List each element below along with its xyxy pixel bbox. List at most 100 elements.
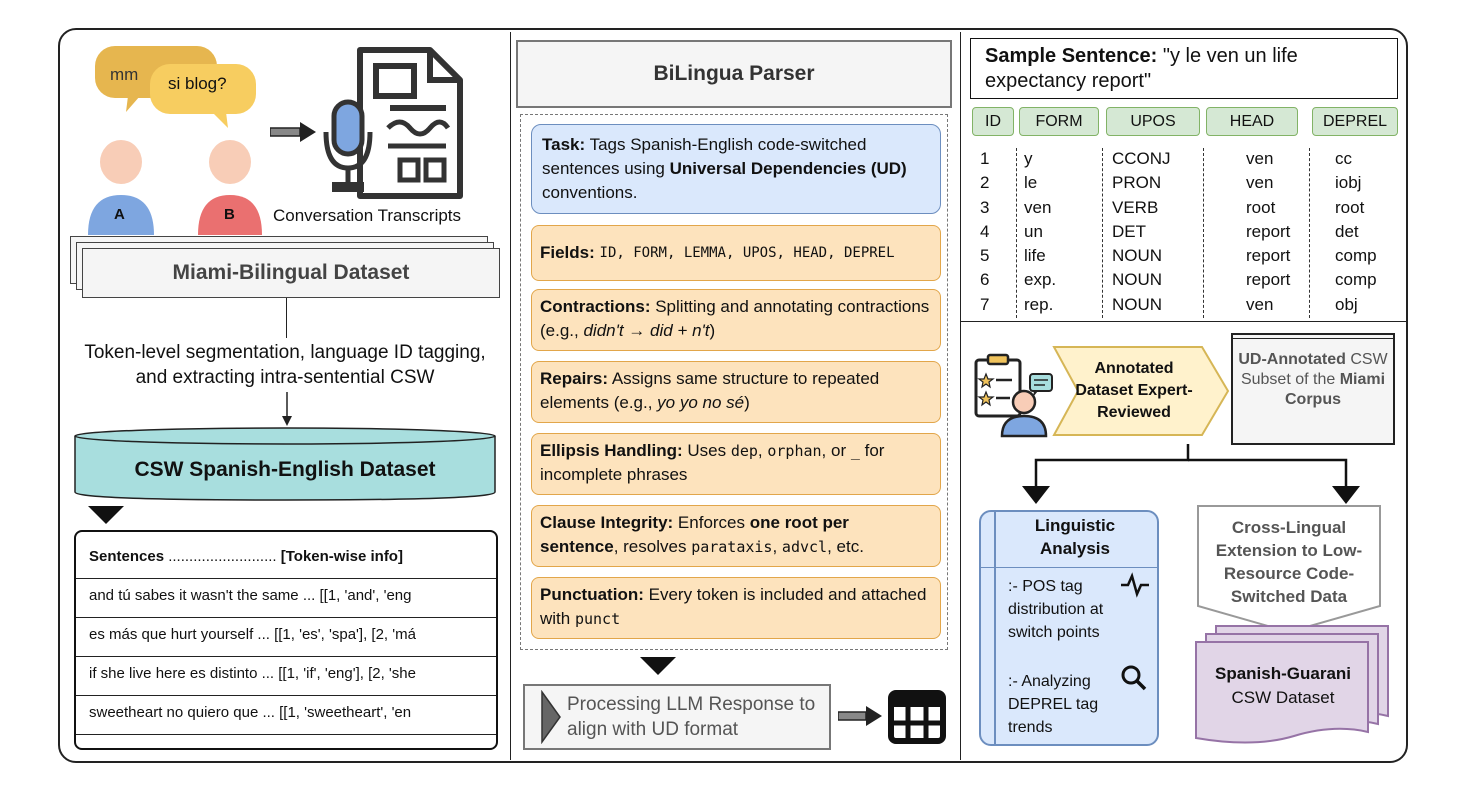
annotated-dataset-label: Annotated Dataset Expert-Reviewed — [1075, 360, 1193, 421]
divider-right-horizontal — [961, 321, 1408, 322]
table-row: sweetheart no quiero que ... [[1, 'sweet… — [76, 695, 496, 729]
repairs-close: ) — [744, 393, 750, 412]
linguistic-analysis-title: Linguistic Analysis — [1034, 516, 1116, 558]
speaker-a-label: A — [114, 206, 125, 223]
bilingua-parser-title: BiLingua Parser — [516, 40, 952, 108]
fields-label: Fields: — [540, 243, 595, 262]
cross-lingual-text: Cross-Lingual Extension to Low-Resource … — [1215, 518, 1363, 606]
linguistic-analysis-card — [979, 510, 1159, 746]
head-column: ven ven root report report report ven — [1246, 147, 1290, 317]
upos-cell: NOUN — [1112, 294, 1163, 314]
form-cell: y — [1024, 149, 1033, 168]
miami-bilingual-dataset-title: Miami-Bilingual Dataset — [82, 248, 500, 298]
sentences-table-header: Sentences .......................... [To… — [89, 548, 403, 565]
deprel-cell: obj — [1335, 294, 1358, 314]
header-form: FORM — [1019, 107, 1099, 136]
cross-lingual-shape — [1197, 505, 1381, 634]
ellipsis-text-3: , or — [821, 441, 851, 460]
head-cell: ven — [1246, 173, 1274, 193]
conversation-illustration — [88, 46, 262, 235]
fields-card: Fields: ID, FORM, LEMMA, UPOS, HEAD, DEP… — [531, 225, 941, 281]
ellipsis-code-underscore: _ — [850, 442, 860, 460]
punct-code: punct — [574, 610, 621, 628]
sentences-table — [74, 530, 498, 750]
upos-column: CCONJ PRON VERB DET NOUN NOUN NOUN — [1112, 147, 1171, 317]
speech-bubble-front — [150, 64, 256, 128]
clause-text-1: Enforces — [673, 513, 750, 532]
header-head: HEAD — [1206, 107, 1298, 136]
form-cell: ven — [1024, 197, 1052, 217]
form-column: y le ven un life exp. rep. — [1024, 147, 1056, 317]
ellipsis-code-orphan: orphan — [767, 442, 822, 460]
diagram-frame — [58, 28, 1408, 763]
linguistic-item-pos: :- POS tag distribution at switch points — [1008, 578, 1104, 641]
id-cell: 3 — [980, 197, 990, 217]
clause-text-3: , — [772, 537, 782, 556]
triangle-down-icon — [640, 657, 676, 675]
deprel-cell: root — [1335, 197, 1365, 217]
clause-code-parataxis: parataxis — [691, 538, 773, 556]
linguistic-item-deprel: :- Analyzing DEPREL tag trends — [1008, 673, 1099, 736]
arrow-down-icon — [282, 392, 292, 426]
task-card: Task: Tags Spanish-English code-switched… — [531, 124, 941, 214]
clause-integrity-card: Clause Integrity: Enforces one root per … — [531, 505, 941, 567]
id-cell: 1 — [980, 149, 990, 168]
spanish-guarani-stack — [1195, 625, 1389, 744]
deprel-cell: cc — [1335, 149, 1352, 168]
linguistic-title-divider — [981, 567, 1157, 568]
id-cell: 7 — [980, 294, 990, 314]
head-cell: report — [1246, 221, 1291, 241]
branch-arrows — [1022, 444, 1360, 504]
upos-cell: PRON — [1112, 173, 1162, 193]
form-cell: un — [1024, 221, 1043, 241]
csw-dataset-title: CSW Spanish-English Dataset — [134, 458, 436, 481]
form-cell: le — [1024, 173, 1038, 193]
ellipsis-code-dep: dep — [730, 442, 758, 460]
ellipsis-text-2: , — [757, 441, 768, 460]
head-cell: ven — [1246, 294, 1274, 314]
clause-code-advcl: advcl — [781, 538, 828, 556]
connector-line — [286, 298, 287, 338]
repairs-card: Repairs: Assigns same structure to repea… — [531, 361, 941, 423]
head-cell: ven — [1246, 149, 1274, 168]
column-divider — [1016, 148, 1017, 318]
clause-text-4: , etc. — [827, 537, 864, 556]
ellipsis-card: Ellipsis Handling: Uses dep, orphan, or … — [531, 433, 941, 495]
header-upos: UPOS — [1106, 107, 1200, 136]
csw-dataset-cylinder — [74, 427, 496, 501]
id-column: 1 2 3 4 5 6 7 — [980, 147, 989, 317]
speaker-b-label: B — [224, 206, 235, 223]
contractions-text: Splitting and annotating contractions (e… — [540, 297, 930, 340]
task-text-end: conventions. — [542, 183, 638, 202]
table-row: if she live here es distinto ... [[1, 'i… — [76, 656, 496, 690]
divider-left — [510, 32, 511, 760]
ud-annotated-text: UD-Annotated CSW Subset of the Miami Cor… — [1238, 350, 1388, 410]
arrow-right-icon — [270, 122, 316, 142]
sample-sentence-box: Sample Sentence: "y le ven un life expec… — [970, 38, 1398, 99]
ud-box-inner-line — [1233, 338, 1393, 339]
header-sentences: Sentences — [89, 548, 165, 565]
id-cell: 5 — [980, 246, 990, 266]
guarani-text: CSW Dataset — [1231, 688, 1335, 707]
divider-right — [960, 32, 961, 760]
table-grid-icon — [888, 690, 946, 744]
repairs-label: Repairs: — [540, 369, 609, 388]
task-label: Task: — [542, 135, 586, 154]
ud-annotated-box — [1231, 333, 1395, 445]
processing-llm-box — [523, 684, 831, 750]
id-cell: 4 — [980, 221, 990, 241]
form-cell: rep. — [1024, 294, 1054, 314]
column-divider — [1102, 148, 1103, 318]
repairs-example: yo yo no sé — [657, 393, 745, 412]
upos-cell: DET — [1112, 221, 1146, 241]
punct-text: Every token is included and attached wit… — [540, 585, 927, 628]
header-token-info: [Token-wise info] — [280, 548, 403, 565]
ellipsis-text-1: Uses — [682, 441, 731, 460]
upos-cell: CCONJ — [1112, 149, 1171, 168]
arrow-right-icon — [838, 706, 882, 726]
sample-label: Sample Sentence: — [985, 45, 1158, 67]
head-cell: report — [1246, 270, 1291, 290]
clause-bold: one root per sentence — [540, 513, 849, 556]
upos-cell: VERB — [1112, 197, 1159, 217]
column-divider — [1203, 148, 1204, 318]
